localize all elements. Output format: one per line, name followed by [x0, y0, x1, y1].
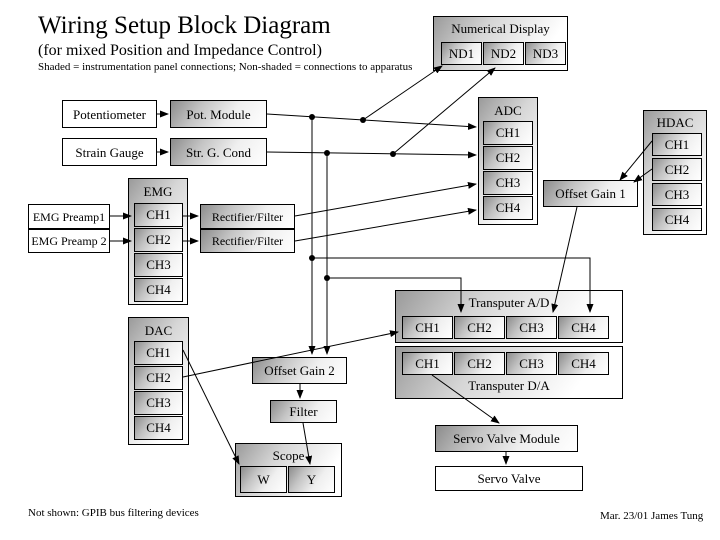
- dac-ch4: CH4: [134, 416, 183, 440]
- hdac-ch1: CH1: [652, 133, 702, 156]
- hdac-ch4: CH4: [652, 208, 702, 231]
- conn-rectifier-filter-1-to-adc-ch3: [294, 181, 477, 217]
- block-hdac: HDAC CH1 CH2 CH3 CH4: [643, 110, 707, 235]
- emg-ch2: CH2: [134, 228, 183, 252]
- hdac-label: HDAC: [656, 115, 694, 130]
- dac-ch3: CH3: [134, 391, 183, 415]
- adc-ch4: CH4: [483, 196, 533, 220]
- scope-label: Scope: [272, 448, 305, 463]
- hdac-ch3: CH3: [652, 183, 702, 206]
- block-emg: EMG CH1 CH2 CH3 CH4: [128, 178, 188, 305]
- dac-ch1: CH1: [134, 341, 183, 365]
- block-adc: ADC CH1 CH2 CH3 CH4: [478, 97, 538, 225]
- transputer-da-label: Transputer D/A: [468, 378, 550, 393]
- transputer-ad-label: Transputer A/D: [468, 295, 550, 310]
- transputer-ad-ch2: CH2: [454, 316, 505, 339]
- block-offset-gain-1: Offset Gain 1: [543, 180, 638, 207]
- conn-pot-line-to-nd1: [362, 65, 443, 121]
- dac-label: DAC: [144, 323, 173, 338]
- block-servo-valve: Servo Valve: [435, 466, 583, 491]
- block-dac: DAC CH1 CH2 CH3 CH4: [128, 317, 189, 445]
- date-author: Mar. 23/01 James Tung: [600, 510, 704, 522]
- block-emg-preamp1: EMG Preamp1: [28, 204, 110, 229]
- transputer-ad-ch3: CH3: [506, 316, 557, 339]
- transputer-da-ch4: CH4: [558, 352, 609, 375]
- block-scope: Scope W Y: [235, 443, 342, 497]
- transputer-ad-ch4: CH4: [558, 316, 609, 339]
- emg-ch1: CH1: [134, 203, 183, 227]
- legend-note: Shaded = instrumentation panel connectio…: [38, 61, 413, 73]
- numerical-display-label: Numerical Display: [451, 21, 550, 36]
- block-offset-gain-2: Offset Gain 2: [252, 357, 347, 384]
- block-pot-module: Pot. Module: [170, 100, 267, 128]
- transputer-da-ch2: CH2: [454, 352, 505, 375]
- block-filter: Filter: [270, 400, 337, 423]
- scope-y-channel: Y: [288, 466, 335, 493]
- conn-rectifier-filter-2-to-adc-ch4: [294, 207, 477, 242]
- block-str-g-cond: Str. G. Cond: [170, 138, 267, 166]
- page-subtitle: (for mixed Position and Impedance Contro…: [38, 42, 322, 59]
- page-title: Wiring Setup Block Diagram: [38, 12, 331, 39]
- block-emg-preamp2: EMG Preamp 2: [28, 229, 110, 253]
- scope-w-channel: W: [240, 466, 287, 493]
- adc-label: ADC: [494, 103, 522, 118]
- block-numerical-display: Numerical Display ND1 ND2 ND3: [433, 16, 568, 71]
- transputer-ad-ch1: CH1: [402, 316, 453, 339]
- block-potentiometer: Potentiometer: [62, 100, 157, 128]
- nd3-channel: ND3: [525, 42, 566, 65]
- block-transputer-da: CH1 CH2 CH3 CH4 Transputer D/A: [395, 346, 623, 399]
- adc-ch3: CH3: [483, 171, 533, 195]
- emg-ch3: CH3: [134, 253, 183, 277]
- conn-str-g-cond-to-adc-ch2: [266, 151, 477, 159]
- adc-ch2: CH2: [483, 146, 533, 170]
- footer-note: Not shown: GPIB bus filtering devices: [28, 507, 199, 519]
- block-transputer-ad: Transputer A/D CH1 CH2 CH3 CH4: [395, 290, 623, 343]
- block-rectifier-filter-1: Rectifier/Filter: [200, 204, 295, 229]
- transputer-da-ch3: CH3: [506, 352, 557, 375]
- hdac-ch2: CH2: [652, 158, 702, 181]
- emg-label: EMG: [143, 184, 173, 199]
- block-strain-gauge: Strain Gauge: [62, 138, 157, 166]
- conn-pot-module-to-adc-ch1: [266, 113, 477, 130]
- dac-ch2: CH2: [134, 366, 183, 390]
- junction-dots: [309, 114, 396, 281]
- conn-dac-ch1-to-scope-w: [182, 349, 240, 465]
- nd1-channel: ND1: [441, 42, 482, 65]
- block-rectifier-filter-2: Rectifier/Filter: [200, 229, 295, 253]
- transputer-da-ch1: CH1: [402, 352, 453, 375]
- block-servo-valve-module: Servo Valve Module: [435, 425, 578, 452]
- nd2-channel: ND2: [483, 42, 524, 65]
- adc-ch1: CH1: [483, 121, 533, 145]
- emg-ch4: CH4: [134, 278, 183, 302]
